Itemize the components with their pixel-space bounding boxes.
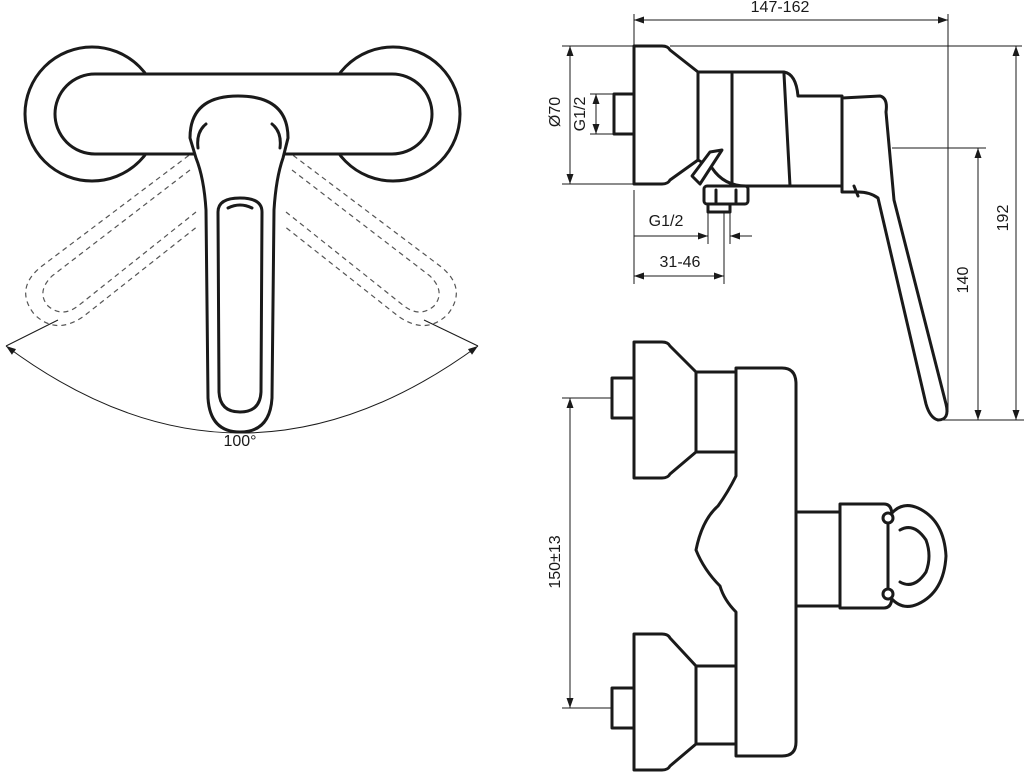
outlet-offset-dimension: 31-46 — [633, 190, 725, 284]
inlet-centres-label: 150±13 — [547, 535, 564, 588]
lever-top — [886, 504, 948, 608]
lever-side — [840, 94, 949, 422]
front-view: 100° — [5, 45, 479, 450]
inlet-centres-dimension: 150±13 — [547, 397, 612, 709]
outlet-thread-label: G1/2 — [649, 213, 684, 230]
bottom-inlet-connector — [610, 686, 636, 730]
lever-rotated-left-hidden — [25, 149, 199, 327]
diameter-label: Ø70 — [547, 97, 564, 127]
outlet-thread-dimension: G1/2 — [634, 212, 752, 244]
lever-front — [188, 94, 290, 434]
lever-height-dimension: 140 — [892, 147, 1024, 421]
lever-housing-top — [794, 510, 842, 608]
overall-height-dimension: 192 — [670, 45, 1022, 420]
upper-escutcheon-top — [632, 340, 698, 480]
inlet-thread-label: G1/2 — [572, 97, 589, 132]
lower-escutcheon-top — [632, 632, 698, 772]
body-side — [696, 70, 844, 188]
body-top — [694, 366, 798, 758]
lever-height-label: 140 — [955, 267, 972, 294]
outlet-side — [702, 184, 750, 214]
depth-dimension: 147-162 — [633, 0, 949, 412]
escutcheon-side — [632, 44, 700, 186]
lever-rotated-right-hidden — [283, 149, 457, 327]
outlet-offset-label: 31-46 — [660, 254, 701, 271]
side-view: 147-162 Ø70 G1/2 G1/2 — [547, 0, 1024, 422]
rotation-dimension: 100° — [5, 319, 479, 450]
inlet-thread-dimension: G1/2 — [572, 93, 614, 135]
inlet-connector-side — [612, 92, 636, 136]
diameter-dimension: Ø70 — [547, 45, 634, 185]
top-view: 150±13 — [547, 340, 948, 772]
top-inlet-connector — [610, 376, 636, 420]
overall-height-label: 192 — [995, 205, 1012, 232]
depth-label: 147-162 — [751, 0, 810, 16]
rotation-angle-label: 100° — [223, 433, 256, 450]
